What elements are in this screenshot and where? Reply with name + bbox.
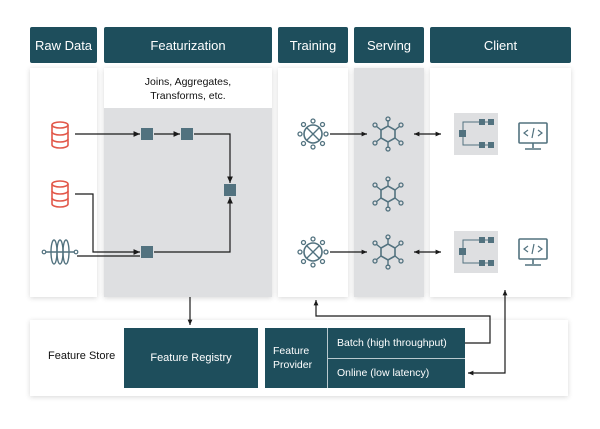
serving-node-icon xyxy=(372,176,404,212)
flow-diagram-icon xyxy=(453,230,499,274)
feature-provider-label-line1: Feature xyxy=(273,345,310,357)
header-serving: Serving xyxy=(354,27,424,63)
feature-provider-label-line2: Provider xyxy=(273,359,313,371)
header-raw-data: Raw Data xyxy=(30,27,97,63)
header-client: Client xyxy=(430,27,571,63)
featurization-note-line1: Joins, Aggregates, xyxy=(144,76,232,88)
training-node-icon xyxy=(297,236,329,268)
feature-node xyxy=(141,128,153,140)
featurization-note-line2: Transforms, etc. xyxy=(150,90,226,102)
stream-icon xyxy=(41,239,79,265)
feature-node xyxy=(224,184,236,196)
database-icon xyxy=(51,180,69,208)
feature-provider-box: Feature Provider Batch (high throughput)… xyxy=(265,328,465,388)
training-node-icon xyxy=(297,118,329,150)
feature-node xyxy=(141,246,153,258)
header-training: Training xyxy=(278,27,348,63)
featurization-note: Joins, Aggregates, Transforms, etc. xyxy=(104,71,272,107)
feature-store-label: Feature Store xyxy=(48,350,116,362)
provider-divider-horizontal xyxy=(327,358,465,359)
training-panel xyxy=(278,68,348,297)
header-featurization: Featurization xyxy=(104,27,272,63)
database-icon xyxy=(51,121,69,149)
provider-batch-option: Batch (high throughput) xyxy=(337,337,447,349)
code-monitor-icon xyxy=(518,122,548,150)
serving-node-icon xyxy=(372,234,404,270)
flow-diagram-icon xyxy=(453,112,499,156)
feature-registry-box: Feature Registry xyxy=(124,328,258,388)
provider-online-option: Online (low latency) xyxy=(337,367,430,379)
feature-provider-label: Feature Provider xyxy=(273,328,328,388)
feature-node xyxy=(181,128,193,140)
serving-node-icon xyxy=(372,116,404,152)
code-monitor-icon xyxy=(518,238,548,266)
